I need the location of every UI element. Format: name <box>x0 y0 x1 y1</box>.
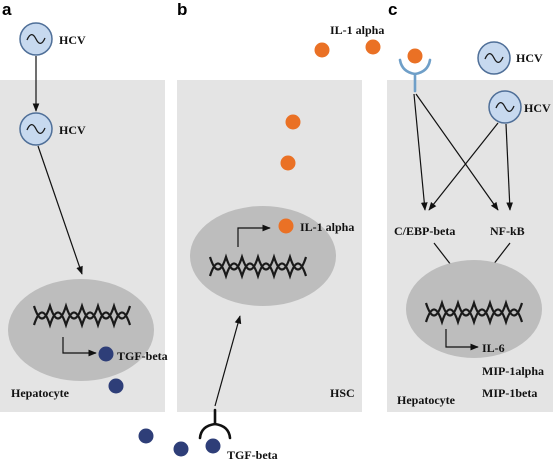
panel-c-hcv-inside-label: HCV <box>524 101 551 115</box>
hcv-virion-icon <box>19 112 53 146</box>
panel-c-nfkb-label: NF-kB <box>490 224 525 238</box>
panel-b-nucleus <box>190 206 336 306</box>
dna-double-helix-icon <box>32 302 132 329</box>
panel-c-product-label: MIP-1alpha <box>482 364 544 378</box>
panel-b: b IL-1 alpha TGF-beta HSC <box>138 0 362 462</box>
cell-surface-receptor-icon <box>198 408 232 440</box>
panel-a-hcv-outside-label: HCV <box>59 33 86 47</box>
tgf-beta-molecule-icon <box>205 438 221 454</box>
il1-to-cebp-arrow <box>413 93 428 211</box>
il1-alpha-molecule-icon <box>365 39 381 55</box>
hcv-to-cebp-arrow <box>428 122 499 211</box>
transcription-arrow <box>445 329 479 351</box>
transcription-arrow <box>237 224 271 247</box>
tgf-beta-molecule-icon <box>173 441 189 457</box>
panel-b-cell-label: HSC <box>330 386 355 400</box>
hcv-virion-icon <box>488 90 522 124</box>
panel-c-cebp-beta-label: C/EBP-beta <box>394 224 455 238</box>
panel-a-tgf-beta-label: TGF-beta <box>117 349 168 363</box>
panel-b-tgf-beta-label: TGF-beta <box>227 448 278 462</box>
panel-a-nucleus <box>8 279 154 381</box>
il1-alpha-molecule-icon <box>285 114 301 130</box>
panel-c-letter: c <box>388 0 397 19</box>
panel-c-cell-background <box>387 80 553 412</box>
panel-c-nucleus <box>406 260 542 358</box>
tgf-beta-molecule-icon <box>138 428 154 444</box>
panel-c: c IL-1 alpha HCV HCV C/EBP-beta <box>314 0 553 412</box>
il1-alpha-molecule-icon <box>278 218 294 234</box>
hcv-to-nucleus-arrow <box>37 145 83 275</box>
panel-b-letter: b <box>177 0 187 19</box>
tgf-signal-arrow <box>214 315 242 407</box>
transcription-arrow <box>62 337 97 357</box>
tgf-beta-molecule-icon <box>108 378 124 394</box>
dna-double-helix-icon <box>424 299 524 326</box>
panel-c-cell-label: Hepatocyte <box>397 393 456 407</box>
cell-surface-receptor-icon <box>398 58 432 93</box>
il1-alpha-molecule-icon <box>280 155 296 171</box>
panel-c-il1-alpha-label: IL-1 alpha <box>330 23 384 37</box>
panel-a-cell-label: Hepatocyte <box>11 386 70 400</box>
panel-c-product-label: IL-6 <box>482 341 505 355</box>
panel-a-letter: a <box>2 0 12 19</box>
panel-a-hcv-inside-label: HCV <box>59 123 86 137</box>
panel-c-hcv-outside-label: HCV <box>516 51 543 65</box>
signaling-arrows <box>413 93 514 275</box>
panel-a: a HCV HCV TGF-beta Hepatocyte <box>0 0 168 412</box>
tgf-beta-molecule-icon <box>98 346 114 362</box>
panel-b-il1-alpha-label: IL-1 alpha <box>300 220 354 234</box>
il1-alpha-molecule-icon <box>314 42 330 58</box>
panel-c-product-label: MIP-1beta <box>482 386 537 400</box>
hcv-virion-icon <box>477 41 511 75</box>
dna-double-helix-icon <box>208 253 308 280</box>
hcv-virion-icon <box>19 22 53 56</box>
il1-to-nfkb-arrow <box>415 93 499 211</box>
il1-alpha-molecule-icon <box>407 48 423 64</box>
hcv-to-nfkb-arrow <box>505 123 514 211</box>
